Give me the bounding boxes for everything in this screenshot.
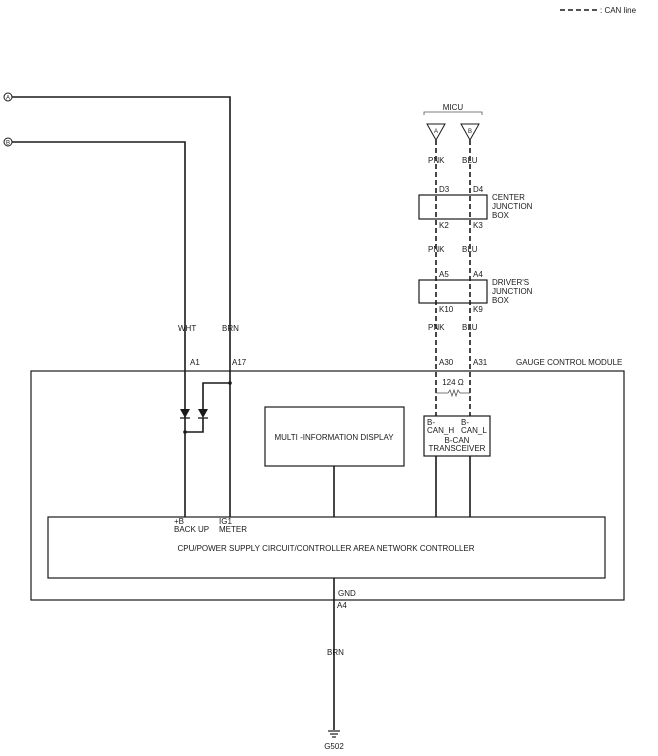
pin-a4-top: A4	[473, 270, 483, 279]
ig1-diode-feed	[202, 382, 230, 409]
pin-a31: A31	[473, 358, 488, 367]
pin-d4: D4	[473, 185, 484, 194]
wire-color-pnk-2: PNK	[428, 245, 445, 254]
pin-a5: A5	[439, 270, 449, 279]
diode-right	[198, 409, 208, 418]
pin-k3: K3	[473, 221, 483, 230]
pin-a4-ground: A4	[337, 601, 347, 610]
pin-a30: A30	[439, 358, 454, 367]
legend: : CAN line	[560, 6, 637, 15]
backup-label-1: +B	[174, 517, 184, 526]
terminating-resistor: 124 Ω	[436, 378, 470, 398]
pin-k10: K10	[439, 305, 454, 314]
drivers-junction-label-1: DRIVER'S	[492, 278, 529, 287]
resistor-value: 124 Ω	[442, 378, 464, 387]
can-h-label-2: CAN_H	[427, 426, 454, 435]
connector-a-label: A	[6, 96, 10, 102]
ig1-label-1: IG1	[219, 517, 232, 526]
micu: MICU A B	[423, 103, 483, 142]
pin-a1: A1	[190, 358, 200, 367]
micu-label: MICU	[443, 103, 464, 112]
cpu-power-supply-block	[47, 516, 606, 579]
can-line-legend-label: : CAN line	[600, 6, 637, 15]
can-l-label-1: B-	[461, 418, 469, 427]
micu-pin-b-triangle	[460, 123, 480, 142]
center-junction-box: D3 D4 K2 K3 CENTER JUNCTION BOX	[418, 185, 533, 230]
junction-dot-ig1	[228, 381, 232, 385]
pin-d3: D3	[439, 185, 450, 194]
diode-join	[185, 418, 204, 433]
pin-a17: A17	[232, 358, 247, 367]
center-junction-label-3: BOX	[492, 211, 510, 220]
wire-color-blu-1: BLU	[462, 156, 478, 165]
gauge-module-label: GAUGE CONTROL MODULE	[516, 358, 622, 367]
drivers-junction-box-outline	[418, 279, 488, 304]
center-junction-label-1: CENTER	[492, 193, 525, 202]
cpu-label: CPU/POWER SUPPLY CIRCUIT/CONTROLLER AREA…	[177, 544, 474, 553]
gnd-label: GND	[338, 589, 356, 598]
can-h-label-1: B-	[427, 418, 435, 427]
drivers-junction-box: A5 A4 K10 K9 DRIVER'S JUNCTION BOX	[418, 270, 533, 314]
transceiver-label-1: B-CAN	[445, 436, 470, 445]
backup-label-2: BACK UP	[174, 525, 209, 534]
transceiver-label-2: TRANSCEIVER	[429, 444, 486, 453]
gauge-control-module	[30, 370, 625, 601]
connector-b-label: B	[6, 141, 10, 147]
can-l-label-2: CAN_L	[461, 426, 487, 435]
junction-dot-backup	[183, 430, 187, 434]
wire-color-blu-2: BLU	[462, 245, 478, 254]
drivers-junction-label-2: JUNCTION	[492, 287, 533, 296]
bcan-transceiver	[423, 415, 491, 457]
micu-pin-a-triangle	[426, 123, 446, 142]
wire-color-pnk-1: PNK	[428, 156, 445, 165]
micu-bracket	[423, 111, 483, 115]
diode-left	[180, 409, 190, 418]
multi-information-display-label: MULTI -INFORMATION DISPLAY	[274, 433, 394, 442]
wire-color-pnk-3: PNK	[428, 323, 445, 332]
connector-b: B	[3, 137, 186, 517]
wire-color-wht: WHT	[178, 324, 196, 333]
connector-a: A	[3, 92, 231, 517]
center-junction-label-2: JUNCTION	[492, 202, 533, 211]
pin-k9: K9	[473, 305, 483, 314]
backup-diodes	[180, 381, 232, 434]
micu-pin-b: B	[468, 129, 472, 135]
drivers-junction-label-3: BOX	[492, 296, 510, 305]
micu-pin-a: A	[434, 129, 438, 135]
wire-color-blu-3: BLU	[462, 323, 478, 332]
ground-icon	[328, 730, 340, 738]
center-junction-box-outline	[418, 194, 488, 220]
pin-k2: K2	[439, 221, 449, 230]
brn-ig1-wire	[12, 96, 231, 517]
ig1-label-2: METER	[219, 525, 247, 534]
wire-color-brn: BRN	[222, 324, 239, 333]
wht-backup-wire	[12, 141, 186, 517]
ground-label: G502	[324, 742, 344, 751]
resistor-zigzag	[447, 388, 461, 398]
wire-color-brn-ground: BRN	[327, 648, 344, 657]
